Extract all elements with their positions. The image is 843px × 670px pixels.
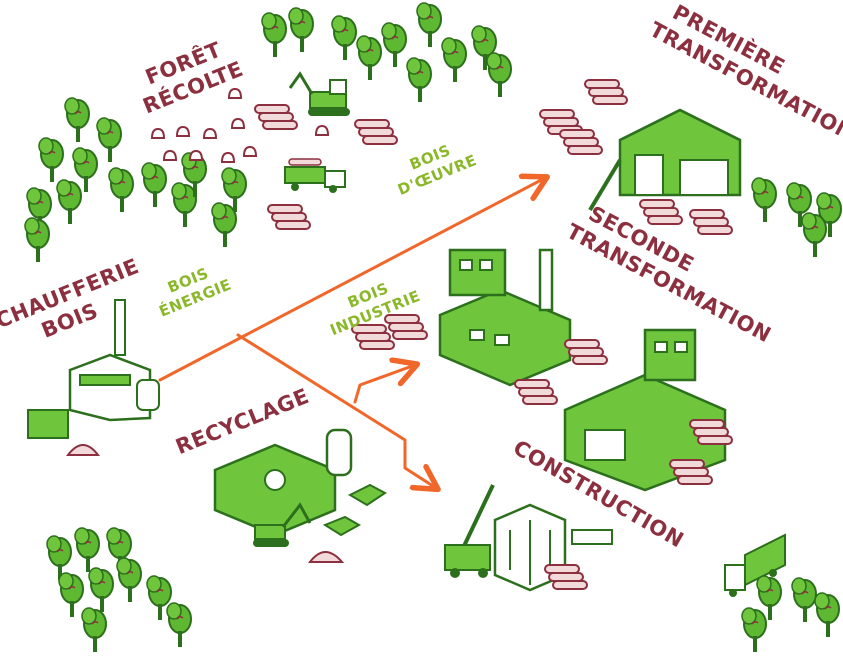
log-pile-icon [544, 564, 588, 590]
flow-arrows [158, 178, 545, 488]
stump-icon [315, 125, 329, 136]
stump-icon [243, 146, 257, 157]
tree-icon [141, 162, 167, 208]
stump-icon [163, 150, 177, 161]
stump-icon [176, 126, 190, 137]
tree-icon [791, 577, 817, 623]
construction-materials [544, 529, 613, 590]
factory-icon [438, 248, 572, 387]
tree-icon [801, 212, 827, 258]
forest-left [24, 97, 247, 263]
arrow-to-construction [236, 333, 436, 488]
log-pile-icon [564, 339, 608, 365]
log-pile-icon [639, 199, 683, 225]
log-pile-icon [559, 129, 603, 155]
tree-icon [38, 137, 64, 183]
arrow-to-bois-industrie [353, 365, 415, 404]
stump-icon [231, 118, 245, 129]
tree-icon [116, 557, 142, 603]
label-chaufferie-bois: CHAUFFERIE BOIS [0, 254, 142, 343]
woodchip-pile-icon [27, 409, 101, 456]
tree-icon [74, 527, 100, 573]
tree-icon [416, 2, 442, 48]
tree-icon [331, 15, 357, 61]
stump-icon [151, 128, 165, 139]
tree-icon [406, 57, 432, 103]
log-pile-icon [354, 119, 398, 145]
label-transformation-2: TRANSFORMATION [563, 219, 775, 347]
tree-icon [288, 7, 314, 53]
label-foret-recolte: FORÊT RÉCOLTE [139, 36, 247, 118]
label-bois-energie: BOIS ÉNERGIE [156, 264, 234, 321]
tree-icon [441, 37, 467, 83]
log-pile-icon [689, 209, 733, 235]
tree-icon [96, 117, 122, 163]
tree-icon [741, 607, 767, 653]
stump-icon [228, 88, 242, 99]
arrow-to-premiere-transformation [158, 178, 545, 382]
recycling-hangar-icon [213, 428, 353, 537]
tree-icon [751, 177, 777, 223]
forest-right [751, 177, 842, 258]
excavator-icon [288, 71, 350, 116]
forest-top [261, 2, 512, 103]
tree-icon [81, 607, 107, 653]
stump-icon [189, 150, 203, 161]
log-pile-icon [254, 104, 298, 130]
tree-icon [261, 12, 287, 58]
tree-icon [56, 179, 82, 225]
stump-icon [203, 128, 217, 139]
stump-icon [221, 152, 235, 163]
tree-icon [486, 52, 512, 98]
log-pile-icon [384, 314, 428, 340]
forest-bottom-right [741, 575, 840, 653]
tree-icon [64, 97, 90, 143]
tree-icon [814, 592, 840, 638]
boiler-house-icon [68, 299, 160, 422]
label-recyclage-text: RECYCLAGE [172, 384, 312, 459]
sawmill-icon [588, 108, 742, 212]
log-pile-icon [514, 379, 558, 405]
log-truck-icon [284, 158, 346, 193]
tree-icon [108, 167, 134, 213]
tree-icon [211, 202, 237, 248]
semi-truck-icon [724, 533, 786, 597]
tree-icon [24, 217, 50, 263]
tree-icon [381, 22, 407, 68]
tree-icon [356, 35, 382, 81]
woodchip-pile-icon [307, 483, 387, 563]
log-pile-icon [584, 79, 628, 105]
excavator-icon [253, 502, 312, 547]
tree-icon [171, 182, 197, 228]
tree-icon [88, 567, 114, 613]
label-recyclage: RECYCLAGE [172, 384, 312, 459]
tree-icon [58, 572, 84, 618]
forest-bottom-left [46, 527, 192, 653]
log-pile-icon [267, 204, 311, 230]
crane-icon [444, 484, 495, 578]
label-bois-oeuvre: BOIS D'ŒUVRE [395, 141, 479, 199]
tree-icon [166, 602, 192, 648]
